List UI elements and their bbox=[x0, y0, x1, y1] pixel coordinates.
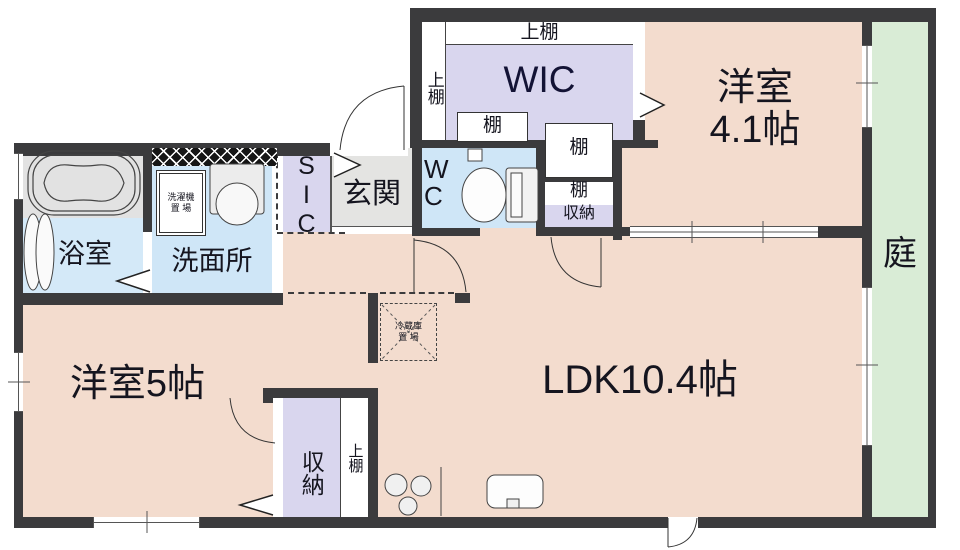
sic-entrance-divider bbox=[330, 148, 332, 232]
bottom-outer-wall bbox=[14, 517, 936, 528]
window-bath-left bbox=[14, 153, 23, 200]
slider-room41-ldk bbox=[630, 226, 818, 238]
wc-left-wall bbox=[412, 140, 422, 236]
sic-floor bbox=[283, 148, 330, 232]
washer-place-box: 洗濯機 置 場 bbox=[156, 170, 206, 236]
room-label-ldk: LDK10.4帖 bbox=[542, 358, 738, 402]
room-label-western5: 洋室5帖 bbox=[69, 363, 206, 405]
upper-shelf-top-strip bbox=[446, 22, 633, 45]
top-outer-wall bbox=[410, 8, 936, 22]
closet-top-wall bbox=[263, 388, 378, 398]
label-shelf-column-top: 棚 bbox=[569, 137, 589, 158]
shelf-column-bottom-wall bbox=[536, 227, 633, 236]
closet-door-strip bbox=[273, 398, 283, 517]
wc-bottom-wall bbox=[412, 228, 480, 236]
closet-left-stub bbox=[263, 388, 273, 403]
wic-opening-strip bbox=[633, 22, 645, 120]
label-closet: 収納 bbox=[298, 449, 325, 496]
window-western5-bottom bbox=[93, 517, 200, 528]
fridge-place-box: 冷蔵庫 置 場 bbox=[380, 303, 437, 361]
room-label-wc: W C bbox=[424, 154, 449, 212]
western-room-41-floor bbox=[645, 22, 862, 148]
label-upper-shelf-left: 上棚 bbox=[424, 71, 444, 105]
room-label-garden: 庭 bbox=[883, 235, 917, 273]
entrance-door-opening bbox=[330, 143, 408, 156]
bath-bifold-opening bbox=[143, 232, 152, 293]
right-outer-wall bbox=[928, 8, 936, 527]
washroom-sic-dashed-boundary bbox=[276, 152, 278, 230]
hall-ldk-stub bbox=[455, 293, 470, 303]
door-gap-ldk-bottom bbox=[668, 517, 698, 528]
western5-top-wall bbox=[14, 293, 283, 305]
shelf-column-divider bbox=[545, 175, 613, 182]
closet-floor bbox=[283, 398, 340, 517]
window-room41-right bbox=[862, 45, 872, 128]
room41-slider-end-wall bbox=[818, 226, 862, 238]
window-ldk-right bbox=[862, 287, 872, 446]
western-room-41-floor-lower bbox=[622, 148, 862, 226]
label-closet-upper-shelf: 上棚 bbox=[346, 443, 364, 473]
shelf-column-right-wall bbox=[613, 140, 622, 240]
shelf-column-mid-area bbox=[545, 182, 613, 205]
western-room-5-floor bbox=[23, 305, 283, 517]
building-right-wall bbox=[862, 8, 872, 517]
hallway-ldk-dashed-boundary bbox=[288, 292, 366, 294]
fridge-place-label: 冷蔵庫 置 場 bbox=[394, 320, 422, 342]
wic-left-wall bbox=[410, 8, 422, 148]
room-label-western41: 洋室 4.1帖 bbox=[709, 67, 801, 151]
shelf-column-top-box bbox=[545, 123, 613, 178]
garden-strip bbox=[872, 22, 928, 517]
entrance-step-strip bbox=[332, 226, 412, 234]
wic-shelf-box bbox=[457, 112, 528, 142]
room-label-entrance: 玄関 bbox=[342, 178, 401, 210]
kitchen-upper-wall bbox=[368, 293, 378, 363]
entrance-door-arc bbox=[339, 85, 405, 151]
shelf-column-left-wall bbox=[536, 148, 545, 232]
label-shelf-column-mid: 棚 bbox=[570, 180, 588, 200]
upper-shelf-left-strip bbox=[422, 22, 446, 140]
sic-dashed-boundary bbox=[277, 232, 345, 234]
wall-wic-room41 bbox=[613, 140, 658, 148]
label-upper-shelf-top: 上棚 bbox=[520, 22, 559, 43]
kitchen-left-wall bbox=[368, 398, 378, 517]
room-label-wic: WIC bbox=[503, 59, 576, 100]
bathroom-tub-area bbox=[23, 148, 143, 218]
label-shelf-column-shuno: 収納 bbox=[562, 205, 595, 222]
left-outer-wall bbox=[14, 143, 23, 528]
label-shelf-wic: 棚 bbox=[482, 115, 502, 136]
washroom-hatch-strip bbox=[152, 148, 277, 166]
shelf-column-shuno-area bbox=[545, 205, 613, 227]
closet-upper-shelf-strip bbox=[340, 398, 368, 517]
room-label-bathroom: 浴室 bbox=[58, 239, 112, 269]
bath-washroom-wall bbox=[143, 148, 152, 232]
hallway-ldk-dashed-boundary2 bbox=[380, 292, 454, 294]
wic-bottom-wall bbox=[410, 140, 622, 148]
room-label-washroom: 洗面所 bbox=[171, 246, 253, 276]
room-label-sic: SIC bbox=[292, 152, 321, 239]
washer-place-label: 洗濯機 置 場 bbox=[159, 173, 203, 233]
